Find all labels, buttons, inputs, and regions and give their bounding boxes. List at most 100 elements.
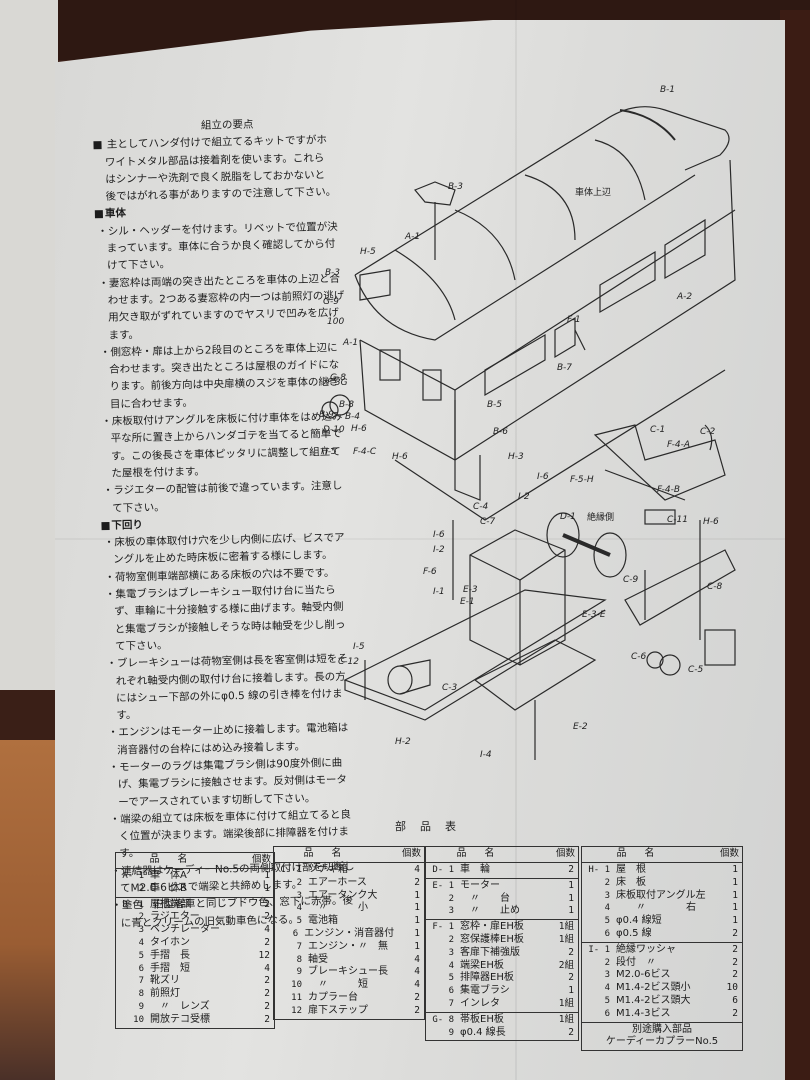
label-b5: B-5 bbox=[487, 400, 502, 410]
label-f6: F-6 bbox=[423, 567, 437, 577]
label-i5: I-5 bbox=[353, 642, 365, 652]
label-g9: G-9 bbox=[323, 297, 339, 307]
label-c2: C-2 bbox=[700, 427, 716, 437]
label-b8: B-8 bbox=[339, 400, 354, 410]
parts-table-title: 部品表 bbox=[395, 820, 470, 833]
label-i1: I-1 bbox=[433, 587, 445, 597]
label-f1: F-1 bbox=[567, 315, 581, 325]
label-insulated-side: 絶縁側 bbox=[587, 513, 615, 523]
label-i6: I-6 bbox=[433, 530, 445, 540]
label-c11: C-11 bbox=[667, 515, 688, 525]
label-c1: C-1 bbox=[650, 425, 666, 435]
background-wood-floor bbox=[0, 740, 58, 1080]
label-e2: E-2 bbox=[573, 722, 588, 732]
label-c5: C-5 bbox=[688, 665, 704, 675]
label-h5: H-5 bbox=[360, 247, 376, 257]
label-c9: C-9 bbox=[623, 575, 639, 585]
label-b3: B-3 bbox=[325, 268, 340, 278]
railcar-line-drawing bbox=[321, 106, 736, 760]
label-e3e: E-3-E bbox=[582, 610, 606, 620]
fold-crease-horizontal bbox=[55, 538, 785, 540]
label-b4: B-4 bbox=[345, 412, 360, 422]
exploded-assembly-diagram: B-1 B-3 車体上辺 A-1 H-5 B-3 G-9 100 A-1 A-2… bbox=[305, 80, 765, 780]
label-b3: B-3 bbox=[448, 182, 463, 192]
background-dark-right bbox=[780, 10, 810, 1080]
label-h3: H-3 bbox=[508, 452, 524, 462]
label-i2: I-2 bbox=[433, 545, 445, 555]
label-d1: D-1 bbox=[560, 512, 576, 522]
table-header: 品名 個数 bbox=[274, 847, 424, 863]
label-dim-100: 100 bbox=[327, 317, 345, 327]
label-h2: H-2 bbox=[395, 737, 411, 747]
label-c7: C-7 bbox=[480, 517, 496, 527]
label-f5h: F-5-H bbox=[570, 475, 594, 485]
label-c12: C-12 bbox=[338, 657, 359, 667]
table-header: 品名 個数 bbox=[426, 847, 578, 863]
label-h6: H-6 bbox=[351, 424, 367, 434]
label-body-top-edge: 車体上辺 bbox=[575, 188, 612, 198]
label-i6: I-6 bbox=[537, 472, 549, 482]
label-a2: A-2 bbox=[677, 292, 693, 302]
label-i4: I-4 bbox=[480, 750, 492, 760]
label-d10: D-10 bbox=[323, 425, 345, 435]
table-header: 品名 個数 bbox=[582, 847, 742, 863]
label-e3: E-3 bbox=[463, 585, 478, 595]
label-h5: H-5 bbox=[321, 447, 337, 457]
label-b9: B-9 bbox=[319, 410, 334, 420]
separately-purchased-parts-note: 別途購入部品 ケーディーカプラーNo.5 bbox=[605, 1023, 719, 1048]
label-a1: A-1 bbox=[405, 232, 421, 242]
label-h6: H-6 bbox=[703, 517, 719, 527]
label-c4: C-4 bbox=[473, 502, 489, 512]
label-b6: B-6 bbox=[493, 427, 508, 437]
background-paper-left bbox=[0, 0, 58, 690]
label-g8: G-8 bbox=[330, 373, 346, 383]
label-f3g: F-3G bbox=[327, 378, 348, 388]
label-f4c: F-4-C bbox=[353, 447, 377, 457]
label-a1: A-1 bbox=[343, 338, 359, 348]
fold-crease-vertical bbox=[515, 0, 517, 1080]
